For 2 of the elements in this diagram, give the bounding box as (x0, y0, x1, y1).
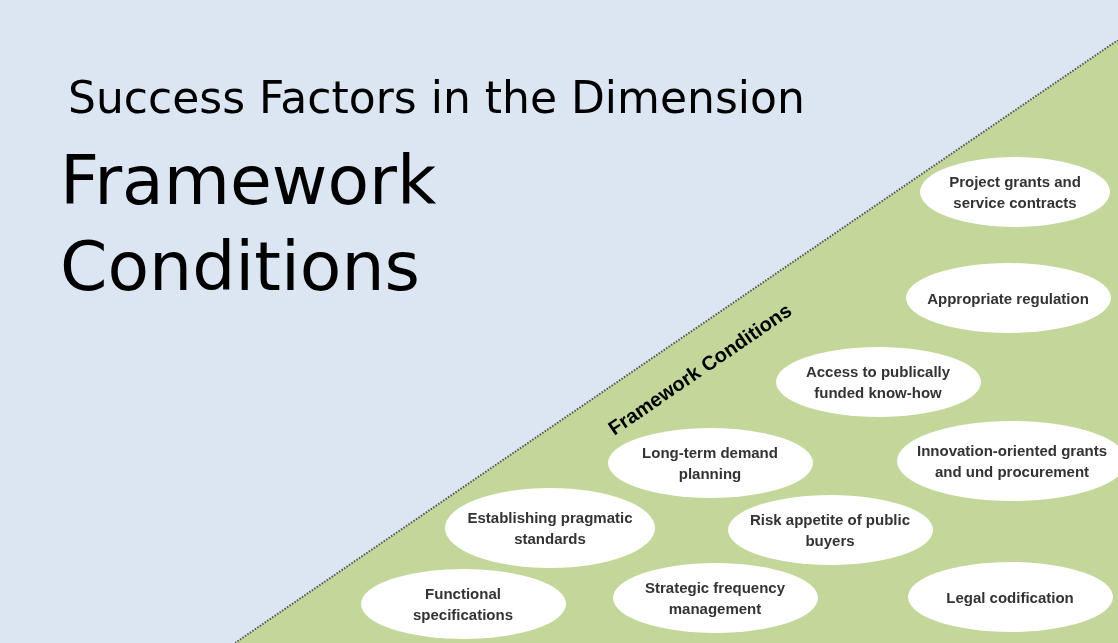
title-text: Framework Conditions (60, 140, 438, 309)
heading: Success Factors in the Dimension (68, 71, 805, 125)
